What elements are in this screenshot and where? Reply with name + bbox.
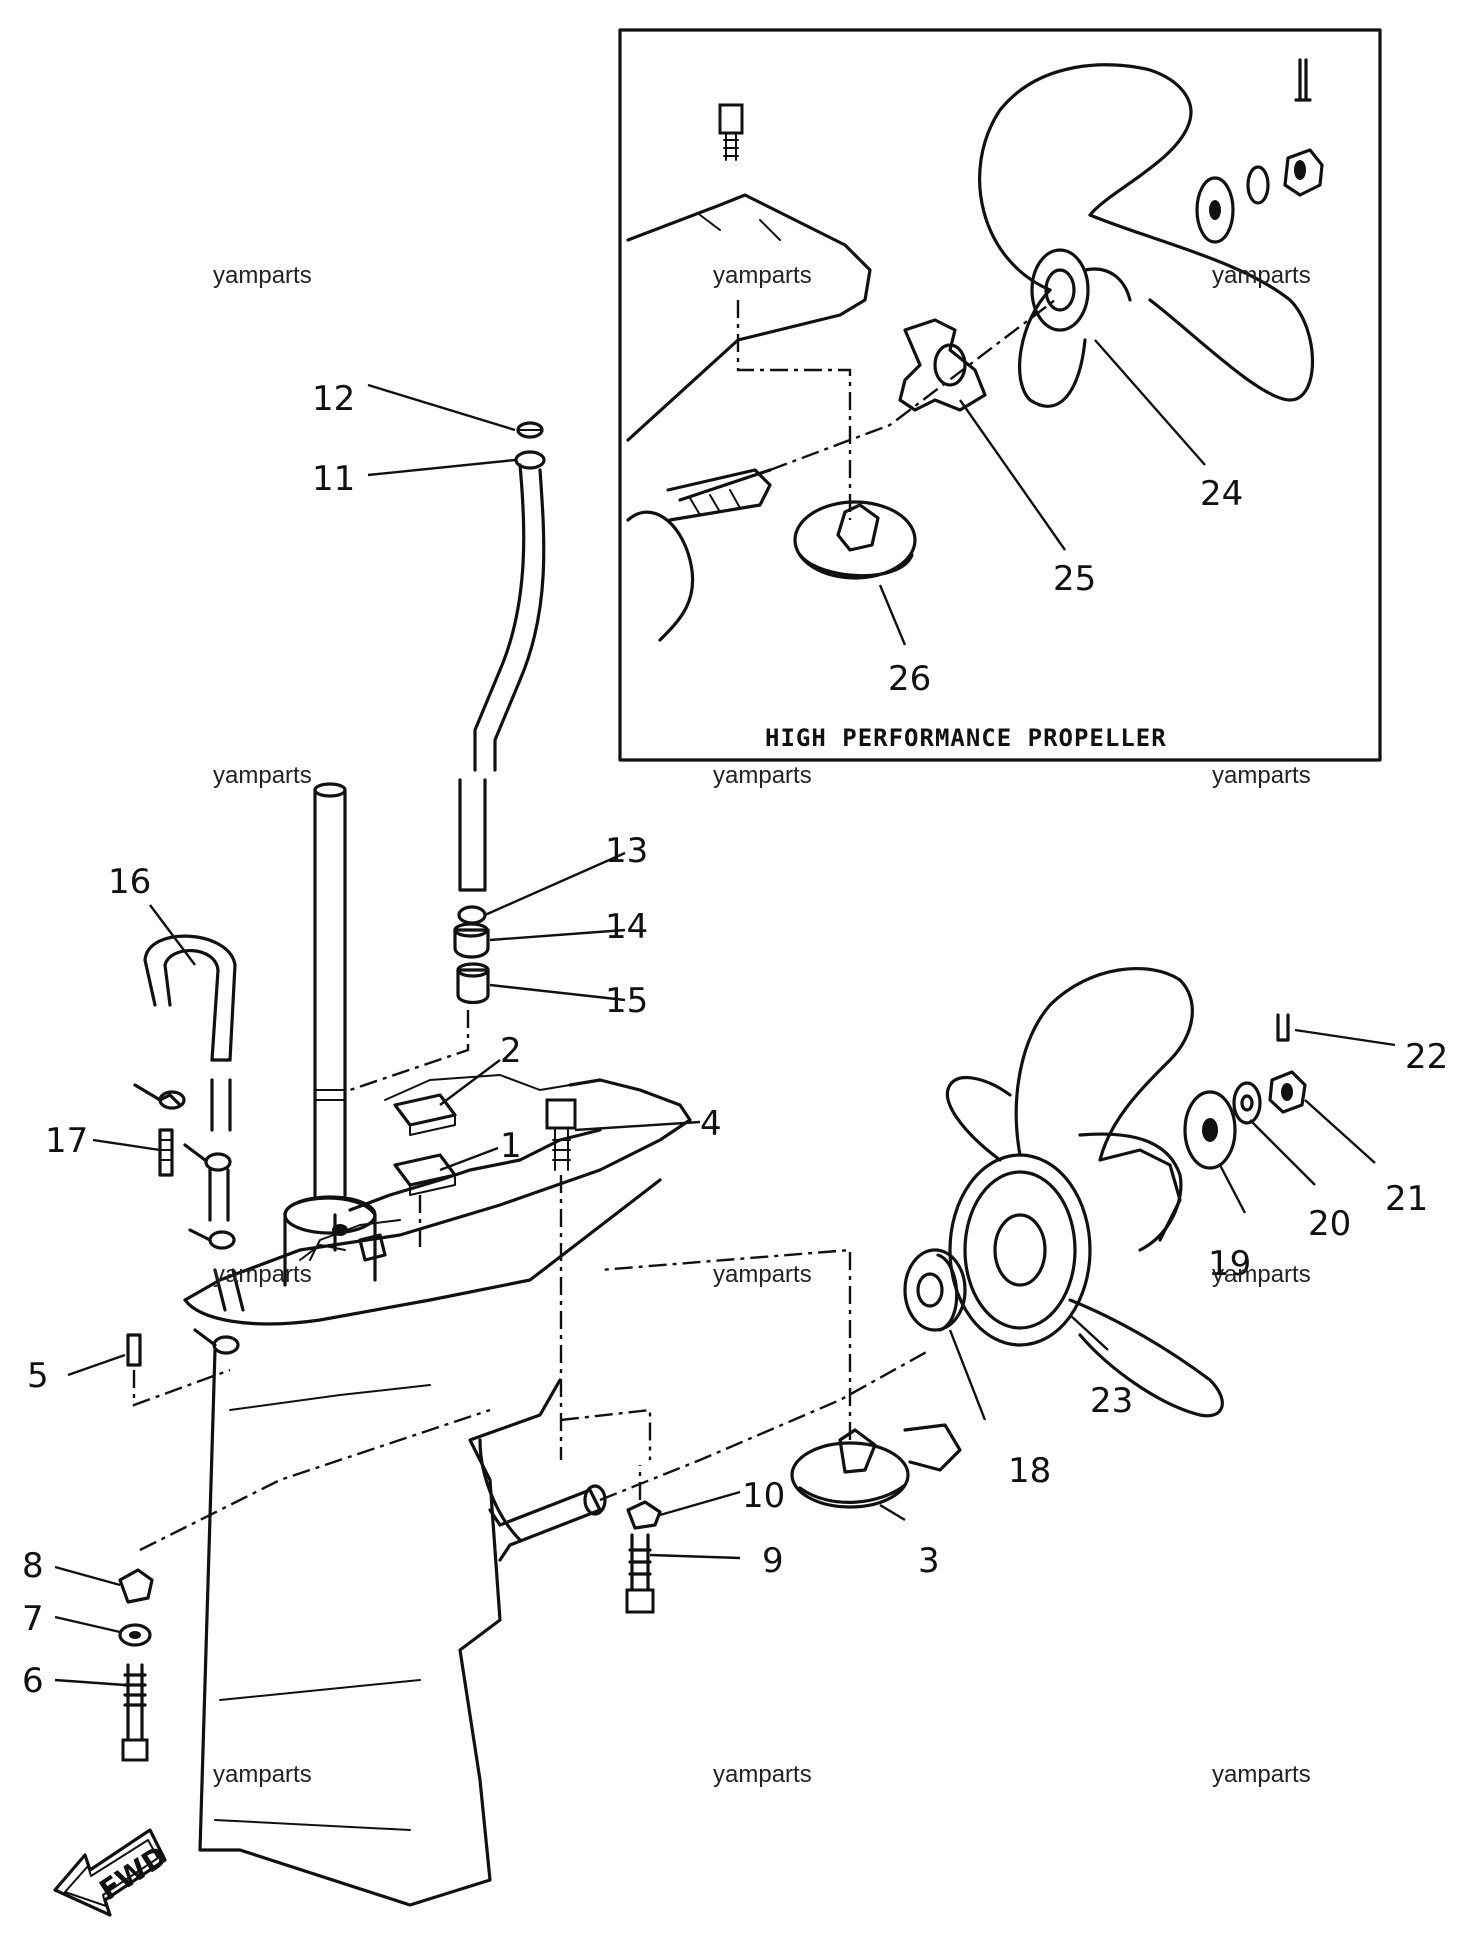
callout-22: 22 [1405, 1037, 1448, 1077]
inset-thrust-washer [898, 318, 987, 412]
inset-frame [618, 28, 1382, 762]
main-leaders [54, 383, 1396, 1687]
watermark: yamparts [713, 1261, 812, 1288]
callout-6: 6 [22, 1661, 44, 1701]
callout-17: 17 [45, 1121, 88, 1161]
callout-19: 19 [1208, 1244, 1251, 1284]
inset-propeller [978, 63, 1315, 408]
callout-8: 8 [22, 1546, 44, 1586]
inset-bolt [718, 103, 744, 161]
water-tube [143, 934, 245, 1312]
callout-9: 9 [762, 1541, 784, 1581]
callout-16: 16 [108, 862, 151, 902]
callout-23: 23 [1090, 1381, 1133, 1421]
small-fasteners-left [118, 1333, 491, 1762]
inset-shaft [678, 299, 1056, 502]
watermarks: yamparts yamparts yamparts yamparts yamp… [213, 262, 1311, 1788]
shift-rod [458, 421, 546, 892]
cover-plates [393, 1093, 457, 1250]
callout-18: 18 [1008, 1451, 1051, 1491]
callout-21: 21 [1385, 1179, 1428, 1219]
callout-14: 14 [605, 907, 648, 947]
watermark: yamparts [213, 1761, 312, 1788]
callout-12: 12 [312, 379, 355, 419]
main-gearcase [183, 1074, 692, 1907]
inset-washers-nut [1195, 58, 1324, 244]
callout-24: 24 [1200, 474, 1243, 514]
prop-hardware [1183, 1013, 1307, 1170]
anode [599, 1248, 962, 1509]
inset-gearcase-fragment [626, 193, 872, 642]
callout-7: 7 [22, 1599, 44, 1639]
callout-20: 20 [1308, 1204, 1351, 1244]
callout-1: 1 [500, 1126, 522, 1166]
watermark: yamparts [713, 762, 812, 789]
bolts-9-10 [625, 1465, 662, 1614]
watermark: yamparts [1212, 262, 1311, 289]
watermark: yamparts [1212, 762, 1311, 789]
callout-4: 4 [700, 1104, 722, 1144]
main-propeller [945, 966, 1224, 1418]
inset-leaders [878, 339, 1206, 646]
callout-15: 15 [605, 981, 648, 1021]
watermark: yamparts [1212, 1761, 1311, 1788]
watermark: yamparts [713, 1761, 812, 1788]
watermark: yamparts [213, 762, 312, 789]
callout-2: 2 [500, 1031, 522, 1071]
callout-26: 26 [888, 659, 931, 699]
bolt-4 [545, 1098, 652, 1460]
callout-3: 3 [918, 1541, 940, 1581]
callout-10: 10 [742, 1476, 785, 1516]
inset-anode [793, 500, 917, 580]
callouts: 12 11 13 14 15 16 17 2 1 4 5 8 7 6 10 9 … [22, 379, 1448, 1701]
callout-13: 13 [605, 831, 648, 871]
driveshaft-housing [283, 1195, 387, 1287]
fwd-arrow: FWD [53, 1828, 173, 1917]
callout-11: 11 [312, 459, 355, 499]
callout-25: 25 [1053, 559, 1096, 599]
driveshaft [313, 782, 347, 1252]
propeller-shaft [488, 1348, 931, 1562]
grommets [133, 1083, 240, 1355]
watermark: yamparts [1212, 1261, 1311, 1288]
watermark: yamparts [213, 262, 312, 289]
inset-caption: HIGH PERFORMANCE PROPELLER [765, 724, 1167, 752]
shift-rod-parts [349, 905, 490, 1092]
watermark: yamparts [713, 262, 812, 289]
watermark: yamparts [213, 1261, 312, 1288]
callout-5: 5 [27, 1356, 49, 1396]
